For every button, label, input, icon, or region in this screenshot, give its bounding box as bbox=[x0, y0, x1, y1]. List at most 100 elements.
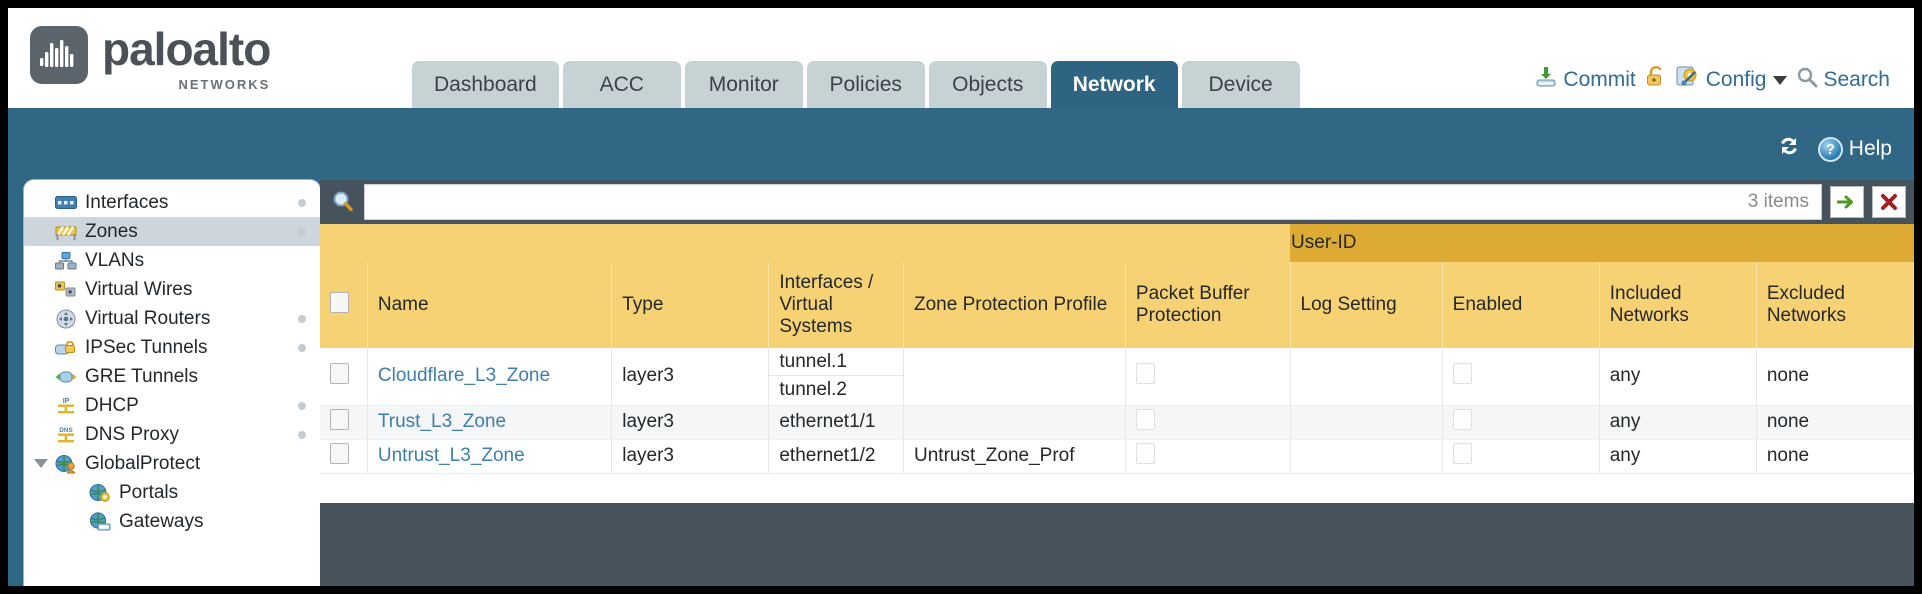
table-row[interactable]: Cloudflare_L3_Zone layer3 tunnel.1 tunne… bbox=[320, 348, 1914, 406]
header-packet-buffer-protection[interactable]: Packet Buffer Protection bbox=[1125, 262, 1291, 348]
globalprotect-icon bbox=[54, 454, 78, 474]
userid-enabled-checkbox[interactable] bbox=[1452, 362, 1472, 384]
brand-name: paloalto bbox=[102, 23, 271, 75]
help-button[interactable]: ? Help bbox=[1817, 136, 1892, 162]
cell-included-networks: any bbox=[1599, 439, 1757, 474]
search-button[interactable]: Search bbox=[1796, 66, 1890, 94]
config-icon bbox=[1676, 65, 1701, 95]
zone-name-link[interactable]: Trust_L3_Zone bbox=[377, 411, 507, 432]
row-checkbox[interactable] bbox=[330, 408, 349, 430]
content-panel: 3 items bbox=[320, 180, 1914, 586]
sidebar-item-label: Interfaces bbox=[85, 191, 169, 213]
tab-network[interactable]: Network bbox=[1050, 61, 1178, 108]
sidebar-item-portals[interactable]: Portals bbox=[24, 478, 320, 507]
sidebar-item-globalprotect[interactable]: GlobalProtect bbox=[24, 449, 320, 478]
main-tabs: Dashboard ACC Monitor Policies Objects N… bbox=[412, 61, 1300, 108]
header-log-setting[interactable]: Log Setting bbox=[1290, 262, 1443, 348]
chevron-down-icon[interactable] bbox=[1773, 75, 1788, 85]
sidebar-item-virtual-routers[interactable]: Virtual Routers bbox=[24, 304, 320, 333]
sidebar-item-dns-proxy[interactable]: DNS DNS Proxy bbox=[24, 420, 320, 449]
paloalto-logo-icon bbox=[30, 26, 88, 84]
header-name[interactable]: Name bbox=[367, 262, 613, 348]
tab-objects[interactable]: Objects bbox=[928, 61, 1047, 108]
table-row[interactable]: Untrust_L3_Zone layer3 ethernet1/2 Untru… bbox=[320, 439, 1914, 474]
search-icon bbox=[1796, 66, 1818, 94]
lock-button[interactable] bbox=[1645, 65, 1667, 95]
search-bar: 3 items bbox=[320, 180, 1914, 224]
sidebar-item-zones[interactable]: Zones bbox=[24, 217, 320, 246]
cell-type: layer3 bbox=[611, 405, 770, 440]
search-input[interactable]: 3 items bbox=[364, 184, 1822, 220]
header-interfaces[interactable]: Interfaces / Virtual Systems bbox=[768, 262, 904, 348]
userid-enabled-checkbox[interactable] bbox=[1452, 408, 1472, 430]
blue-band: ? Help bbox=[8, 108, 1914, 180]
unlock-icon bbox=[1645, 65, 1667, 95]
header-userid-enabled[interactable]: Enabled bbox=[1442, 262, 1600, 348]
virtual-routers-icon bbox=[54, 309, 78, 329]
cell-excluded-networks: none bbox=[1756, 348, 1914, 406]
clear-filter-button[interactable] bbox=[1872, 186, 1906, 218]
sidebar-item-virtual-wires[interactable]: Virtual Wires bbox=[24, 275, 320, 304]
cell-userid-enabled bbox=[1442, 348, 1600, 406]
header-type[interactable]: Type bbox=[611, 262, 770, 348]
tab-acc[interactable]: ACC bbox=[562, 61, 681, 108]
brand-logo: paloalto NETWORKS bbox=[30, 23, 271, 92]
sidebar-item-dhcp[interactable]: IP DHCP bbox=[24, 391, 320, 420]
packet-buffer-protection-checkbox[interactable] bbox=[1135, 362, 1155, 384]
commit-button[interactable]: Commit bbox=[1534, 65, 1636, 95]
status-dot bbox=[298, 199, 306, 207]
config-button[interactable]: Config bbox=[1676, 65, 1788, 95]
sidebar-item-interfaces[interactable]: Interfaces bbox=[24, 188, 320, 217]
sidebar-item-vlans[interactable]: VLANs bbox=[24, 246, 320, 275]
tab-policies[interactable]: Policies bbox=[806, 61, 925, 108]
status-dot bbox=[298, 228, 306, 236]
tab-device[interactable]: Device bbox=[1181, 61, 1300, 108]
tab-monitor[interactable]: Monitor bbox=[684, 61, 803, 108]
tab-dashboard[interactable]: Dashboard bbox=[412, 61, 559, 108]
packet-buffer-protection-checkbox[interactable] bbox=[1135, 408, 1155, 430]
sidebar-item-gateways[interactable]: Gateways bbox=[24, 507, 320, 536]
cell-name: Trust_L3_Zone bbox=[367, 405, 613, 440]
packet-buffer-protection-checkbox[interactable] bbox=[1135, 442, 1155, 464]
interface-entry: tunnel.1 bbox=[769, 348, 903, 377]
portals-icon bbox=[88, 483, 112, 503]
cell-interfaces: tunnel.1 tunnel.2 bbox=[768, 348, 904, 406]
zones-icon bbox=[54, 222, 78, 242]
filter-search-icon[interactable] bbox=[330, 190, 356, 214]
gateways-icon bbox=[88, 511, 112, 532]
cell-log-setting bbox=[1290, 348, 1443, 406]
sidebar-item-gre-tunnels[interactable]: GRE Tunnels bbox=[24, 362, 320, 391]
expander-triangle-icon[interactable] bbox=[34, 459, 48, 468]
sidebar-item-label: DHCP bbox=[85, 394, 139, 416]
header-excluded-networks[interactable]: Excluded Networks bbox=[1756, 262, 1914, 348]
cell-packet-buffer-protection bbox=[1125, 439, 1291, 474]
sidebar-item-label: Virtual Routers bbox=[85, 307, 211, 329]
ipsec-tunnels-icon bbox=[54, 338, 78, 358]
zone-name-link[interactable]: Cloudflare_L3_Zone bbox=[377, 365, 551, 387]
header-zone-protection-profile[interactable]: Zone Protection Profile bbox=[903, 262, 1126, 348]
cell-excluded-networks: none bbox=[1756, 405, 1914, 440]
apply-filter-button[interactable] bbox=[1830, 186, 1864, 218]
cell-packet-buffer-protection bbox=[1125, 348, 1291, 406]
virtual-wires-icon bbox=[54, 280, 78, 300]
row-checkbox[interactable] bbox=[330, 362, 349, 384]
userid-enabled-checkbox[interactable] bbox=[1452, 442, 1472, 464]
zone-name-link[interactable]: Untrust_L3_Zone bbox=[377, 445, 525, 466]
cell-included-networks: any bbox=[1599, 348, 1757, 406]
status-dot bbox=[298, 402, 306, 410]
group-header-userid: User-ID bbox=[1290, 224, 1914, 262]
sidebar-item-label: Virtual Wires bbox=[85, 278, 193, 300]
cell-log-setting bbox=[1290, 439, 1443, 474]
header-included-networks[interactable]: Included Networks bbox=[1599, 262, 1757, 348]
cell-zone-protection-profile bbox=[903, 348, 1126, 406]
table-row[interactable]: Trust_L3_Zone layer3 ethernet1/1 any bbox=[320, 405, 1914, 440]
row-checkbox[interactable] bbox=[330, 442, 349, 464]
refresh-button[interactable] bbox=[1776, 134, 1802, 164]
select-all-checkbox[interactable] bbox=[330, 291, 349, 313]
config-label: Config bbox=[1705, 68, 1767, 91]
sidebar-item-ipsec-tunnels[interactable]: IPSec Tunnels bbox=[24, 333, 320, 362]
help-icon: ? bbox=[1817, 136, 1843, 162]
sidebar-item-label: GRE Tunnels bbox=[85, 365, 198, 387]
cell-included-networks: any bbox=[1599, 405, 1757, 440]
row-select-cell bbox=[320, 348, 368, 406]
